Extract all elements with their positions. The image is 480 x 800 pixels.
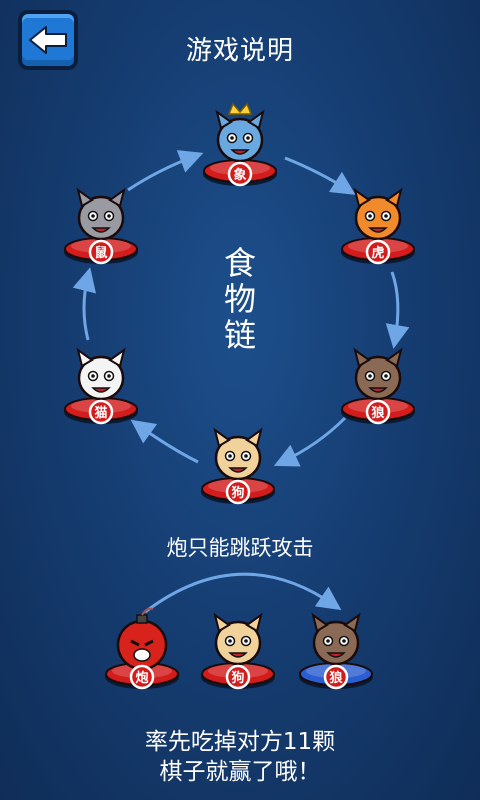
cannon-rule-label: 炮只能跳跃攻击 [166,536,314,560]
cannon-icon: 炮 [105,607,179,690]
piece-badge-char: 象 [233,167,246,183]
arrow-cannon-jump [144,572,342,614]
arrow-dog-cat [130,419,199,464]
wolf-icon: 狼 [299,612,373,690]
piece-badge-char: 狗 [231,485,244,501]
rule-piece-dog: 狗 [193,603,283,693]
piece-badge-char: 狗 [231,670,244,686]
cat-icon: 猫 [64,347,138,425]
piece-badge-char: 虎 [371,245,384,261]
chain-piece-cat: 猫 [56,338,146,428]
elephant-icon: 象 [203,102,277,187]
chain-piece-tiger: 虎 [333,178,423,268]
page-title: 游戏说明 [185,36,294,66]
piece-badge-char: 狼 [370,405,385,421]
win-condition-text: 率先吃掉对方11颗 棋子就赢了哦！ [144,729,336,785]
back-arrow-icon [29,26,67,54]
piece-badge-char: 鼠 [94,245,107,261]
chain-piece-elephant: 象 [195,100,285,190]
arrow-wolf-dog [273,416,347,467]
food-chain-label: 食 物 链 [223,244,256,354]
arrow-tiger-wolf [385,271,410,349]
chain-piece-dog: 狗 [193,418,283,508]
tiger-icon: 虎 [341,187,415,265]
arrow-elephant-tiger [284,156,356,195]
arrow-cat-rat [72,267,97,341]
rule-piece-cannon: 炮 [97,603,187,693]
back-button[interactable] [18,10,78,70]
dog-icon: 狗 [201,612,275,690]
piece-badge-char: 炮 [135,670,148,686]
rule-piece-wolf: 狼 [291,603,381,693]
piece-badge-char: 猫 [94,405,107,421]
chain-piece-rat: 鼠 [56,178,146,268]
rat-icon: 鼠 [64,187,138,265]
chain-piece-wolf: 狼 [333,338,423,428]
wolf-icon: 狼 [341,347,415,425]
dog-icon: 狗 [201,427,275,505]
arrow-rat-elephant [127,150,204,192]
piece-badge-char: 狼 [328,670,343,686]
